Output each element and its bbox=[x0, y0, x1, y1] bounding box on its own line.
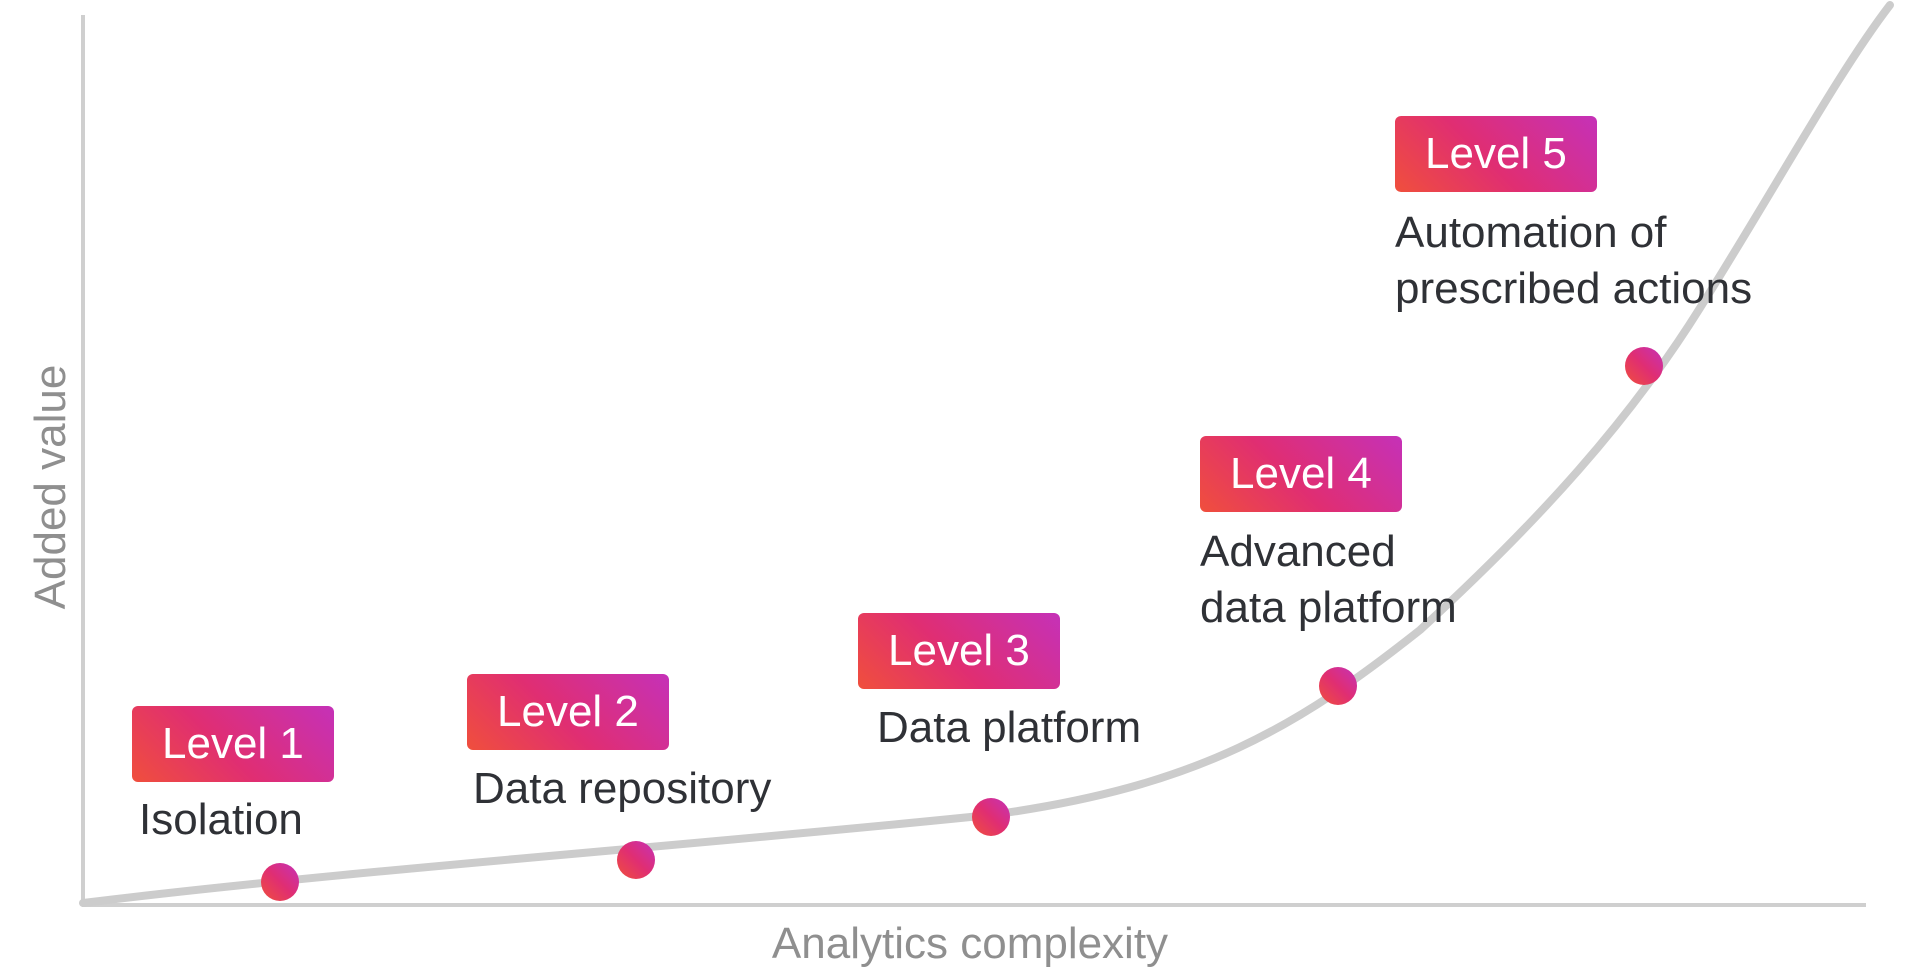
level-4-badge: Level 4 bbox=[1200, 436, 1402, 512]
x-axis-label: Analytics complexity bbox=[771, 919, 1169, 968]
level-1-description: Isolation bbox=[139, 795, 303, 844]
level-5-description: Automation of prescribed actions bbox=[1395, 208, 1753, 313]
level-1-badge: Level 1 bbox=[132, 706, 334, 782]
level-2-badge: Level 2 bbox=[467, 674, 669, 750]
level-1-point bbox=[261, 863, 299, 901]
level-3-badge: Level 3 bbox=[858, 613, 1060, 689]
level-3-point bbox=[972, 798, 1010, 836]
level-2-point bbox=[617, 841, 655, 879]
level-5-badge: Level 5 bbox=[1395, 116, 1597, 192]
level-5-point bbox=[1625, 347, 1663, 385]
level-4-description: Advanced data platform bbox=[1200, 527, 1457, 632]
level-2-description: Data repository bbox=[473, 764, 772, 813]
growth-curve bbox=[79, 1, 1894, 907]
y-axis-label: Added value bbox=[26, 364, 75, 610]
level-4-point bbox=[1319, 667, 1357, 705]
level-3-description: Data platform bbox=[877, 703, 1142, 752]
